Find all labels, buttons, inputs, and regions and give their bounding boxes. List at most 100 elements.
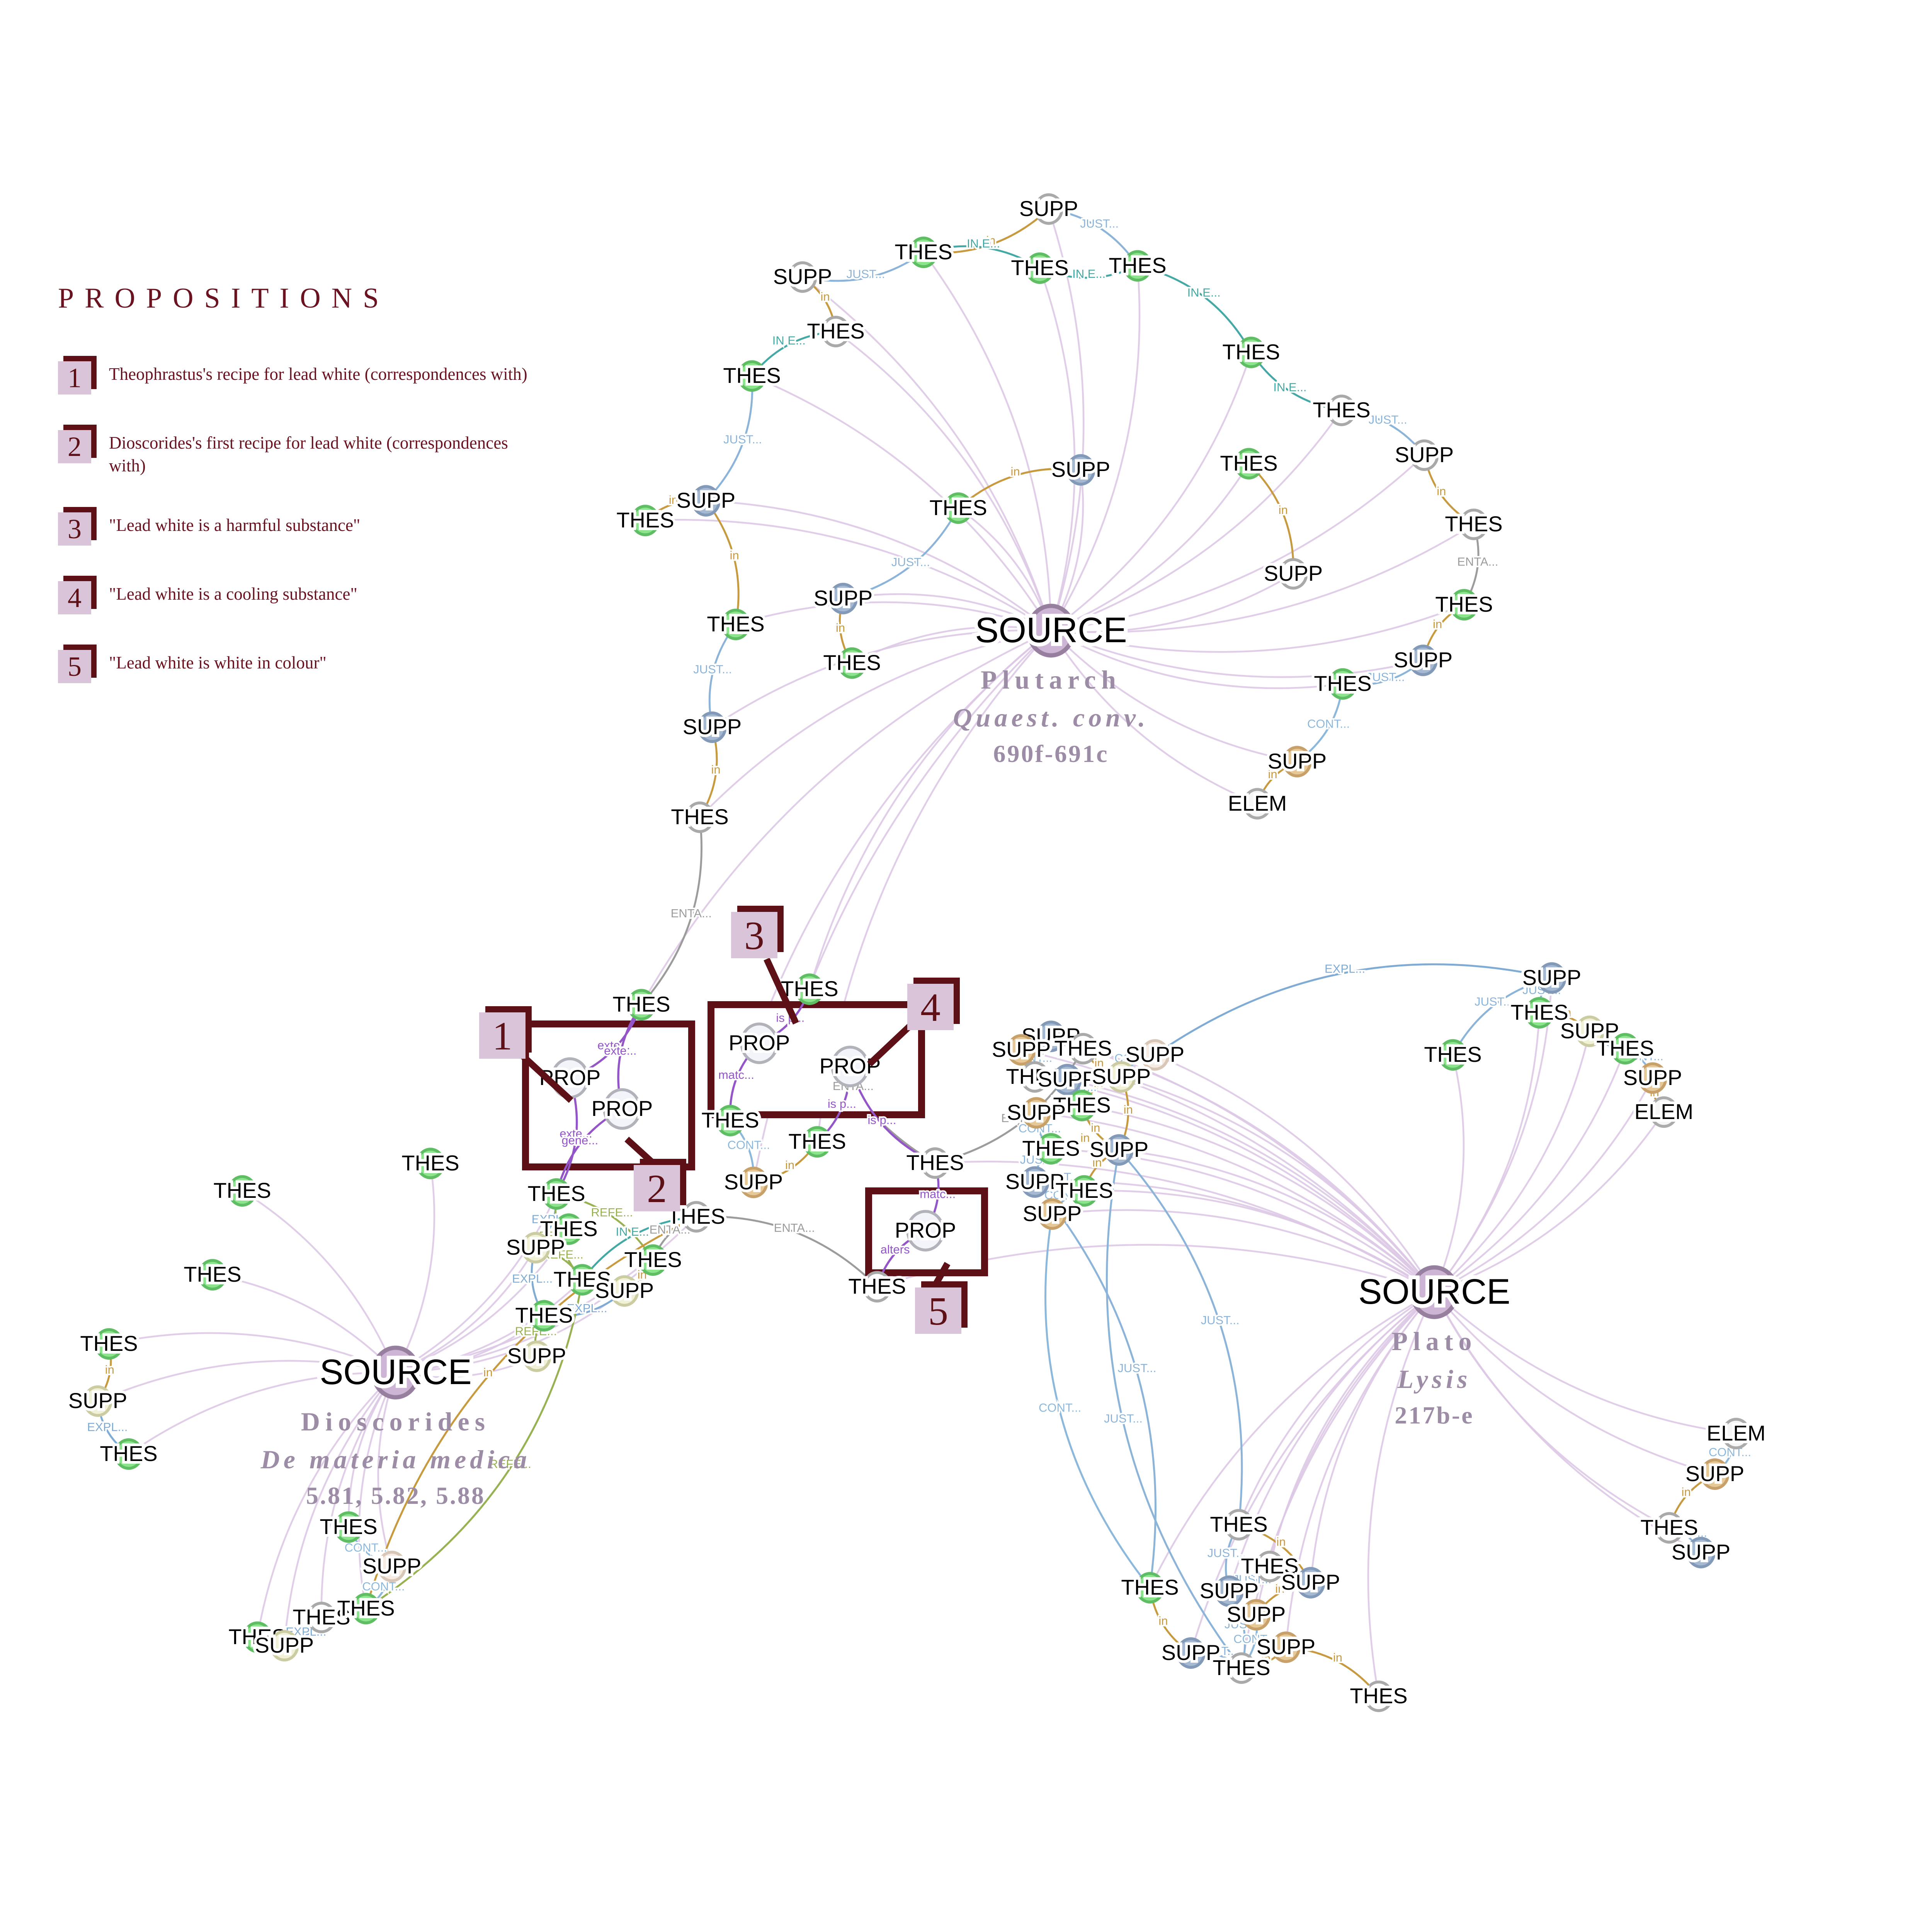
edge-label: CONT...	[362, 1580, 405, 1593]
node-supp[interactable]: SUPP	[1683, 1458, 1747, 1490]
node-supp[interactable]: SUPP	[989, 1034, 1053, 1066]
node-supp[interactable]: SUPP	[1004, 1097, 1068, 1129]
node-thes[interactable]: THES	[77, 1328, 141, 1360]
node-thes[interactable]: THES	[1219, 337, 1283, 368]
node-supp[interactable]: SUPP	[1224, 1599, 1288, 1631]
node-source[interactable]: SOURCE	[1354, 1265, 1514, 1319]
node-elem[interactable]: ELEM	[1632, 1096, 1696, 1128]
node-supp[interactable]: SUPP	[1049, 454, 1113, 486]
node-thes[interactable]: THES	[211, 1175, 274, 1207]
node-thes[interactable]: THES	[399, 1148, 462, 1179]
node-supp[interactable]: SUPP	[770, 261, 835, 293]
node-thes[interactable]: THES	[97, 1438, 160, 1470]
node-thes[interactable]: THES	[1210, 1652, 1273, 1684]
node-thes[interactable]: THES	[720, 360, 784, 392]
node-label: SUPP	[1268, 749, 1327, 773]
node-thes[interactable]: THES	[334, 1593, 398, 1624]
node-thes[interactable]: THES	[1442, 509, 1505, 540]
node-thes[interactable]: THES	[1432, 589, 1496, 621]
node-supp[interactable]: SUPP	[1003, 1166, 1067, 1198]
node-supp[interactable]: SUPP	[503, 1232, 568, 1264]
node-prop[interactable]: PROP	[817, 1046, 883, 1087]
node-thes[interactable]: THES	[1106, 250, 1169, 282]
node-supp[interactable]: SUPP	[1261, 558, 1325, 590]
node-supp[interactable]: SUPP	[1279, 1567, 1343, 1599]
node-supp[interactable]: SUPP	[1254, 1631, 1318, 1663]
node-supp[interactable]: SUPP	[721, 1167, 786, 1198]
node-prop[interactable]: PROP	[892, 1210, 959, 1252]
node-supp[interactable]: SUPP	[1087, 1134, 1151, 1166]
node-thes[interactable]: THES	[786, 1126, 849, 1158]
node-thes[interactable]: THES	[1421, 1039, 1485, 1071]
node-supp[interactable]: SUPP	[1017, 193, 1081, 225]
node-thes[interactable]: THES	[525, 1178, 588, 1210]
node-thes[interactable]: THES	[181, 1259, 244, 1291]
node-thes[interactable]: THES	[892, 236, 955, 268]
node-supp[interactable]: SUPP	[360, 1551, 424, 1582]
node-thes[interactable]: THES	[1594, 1033, 1657, 1065]
node-supp[interactable]: SUPP	[1669, 1537, 1733, 1568]
node-thes[interactable]: THES	[1118, 1572, 1182, 1604]
node-thes[interactable]: THES	[610, 989, 673, 1020]
node-supp[interactable]: SUPP	[1265, 746, 1329, 777]
node-thes[interactable]: THES	[317, 1511, 380, 1543]
node-thes[interactable]: THES	[1217, 448, 1281, 480]
node-thes[interactable]: THES	[537, 1213, 600, 1245]
node-thes[interactable]: THES	[804, 316, 867, 347]
node-thes[interactable]: THES	[927, 492, 990, 524]
node-elem[interactable]: ELEM	[1225, 788, 1289, 820]
node-thes[interactable]: THES	[820, 647, 884, 679]
node-source[interactable]: SOURCE	[316, 1345, 476, 1400]
node-thes[interactable]: THES	[1311, 668, 1374, 700]
node-thes[interactable]: THES	[903, 1147, 967, 1179]
node-thes[interactable]: THES	[614, 505, 677, 536]
node-supp[interactable]: SUPP	[1089, 1061, 1153, 1093]
node-label: THES	[184, 1262, 241, 1286]
node-thes[interactable]: THES	[1019, 1133, 1083, 1165]
node-thes[interactable]: THES	[1053, 1175, 1116, 1207]
node-thes[interactable]: THES	[290, 1602, 353, 1633]
node-thes[interactable]: THES	[699, 1105, 762, 1136]
node-thes[interactable]: THES	[1050, 1090, 1114, 1121]
node-circle	[837, 647, 867, 679]
node-supp[interactable]: SUPP	[680, 711, 744, 743]
node-supp[interactable]: SUPP	[1159, 1637, 1223, 1669]
node-thes[interactable]: THES	[845, 1271, 909, 1303]
node-thes[interactable]: THES	[1051, 1033, 1115, 1065]
node-thes[interactable]: THES	[621, 1244, 685, 1276]
node-source[interactable]: SOURCE	[971, 604, 1131, 658]
node-thes[interactable]: THES	[665, 1201, 728, 1233]
node-thes[interactable]: THES	[1310, 395, 1373, 426]
node-supp[interactable]: SUPP	[505, 1340, 569, 1372]
node-supp[interactable]: SUPP	[1621, 1062, 1685, 1094]
node-supp[interactable]: SUPP	[674, 485, 738, 517]
node-supp[interactable]: SUPP	[1123, 1039, 1187, 1071]
node-supp[interactable]: SUPP	[66, 1385, 130, 1417]
node-supp[interactable]: SUPP	[252, 1630, 316, 1662]
node-supp[interactable]: SUPP	[592, 1275, 656, 1307]
node-supp[interactable]: SUPP	[1020, 1198, 1084, 1230]
node-label: SUPP	[1019, 196, 1078, 221]
node-thes[interactable]: THES	[668, 801, 731, 833]
node-elem[interactable]: ELEM	[1704, 1418, 1768, 1449]
node-thes[interactable]: THES	[1508, 997, 1571, 1029]
node-supp[interactable]: SUPP	[1035, 1064, 1099, 1095]
node-prop[interactable]: PROP	[726, 1022, 793, 1064]
node-thes[interactable]: THES	[1008, 252, 1071, 284]
node-thes[interactable]: THES	[778, 973, 841, 1005]
node-supp[interactable]: SUPP	[1392, 439, 1456, 471]
node-supp[interactable]: SUPP	[1558, 1015, 1622, 1047]
node-supp[interactable]: SUPP	[811, 583, 875, 614]
node-supp[interactable]: SUPP	[1391, 645, 1455, 676]
node-supp[interactable]: SUPP	[1520, 962, 1584, 994]
node-thes[interactable]: THES	[1207, 1509, 1270, 1541]
node-label: SUPP	[68, 1388, 128, 1413]
node-thes[interactable]: THES	[512, 1300, 576, 1332]
node-thes[interactable]: THES	[1238, 1551, 1301, 1582]
node-thes[interactable]: THES	[1638, 1512, 1701, 1544]
node-prop[interactable]: PROP	[589, 1088, 655, 1130]
node-thes[interactable]: THES	[1347, 1680, 1410, 1712]
node-thes[interactable]: THES	[704, 609, 767, 640]
node-thes[interactable]: THES	[551, 1264, 614, 1296]
